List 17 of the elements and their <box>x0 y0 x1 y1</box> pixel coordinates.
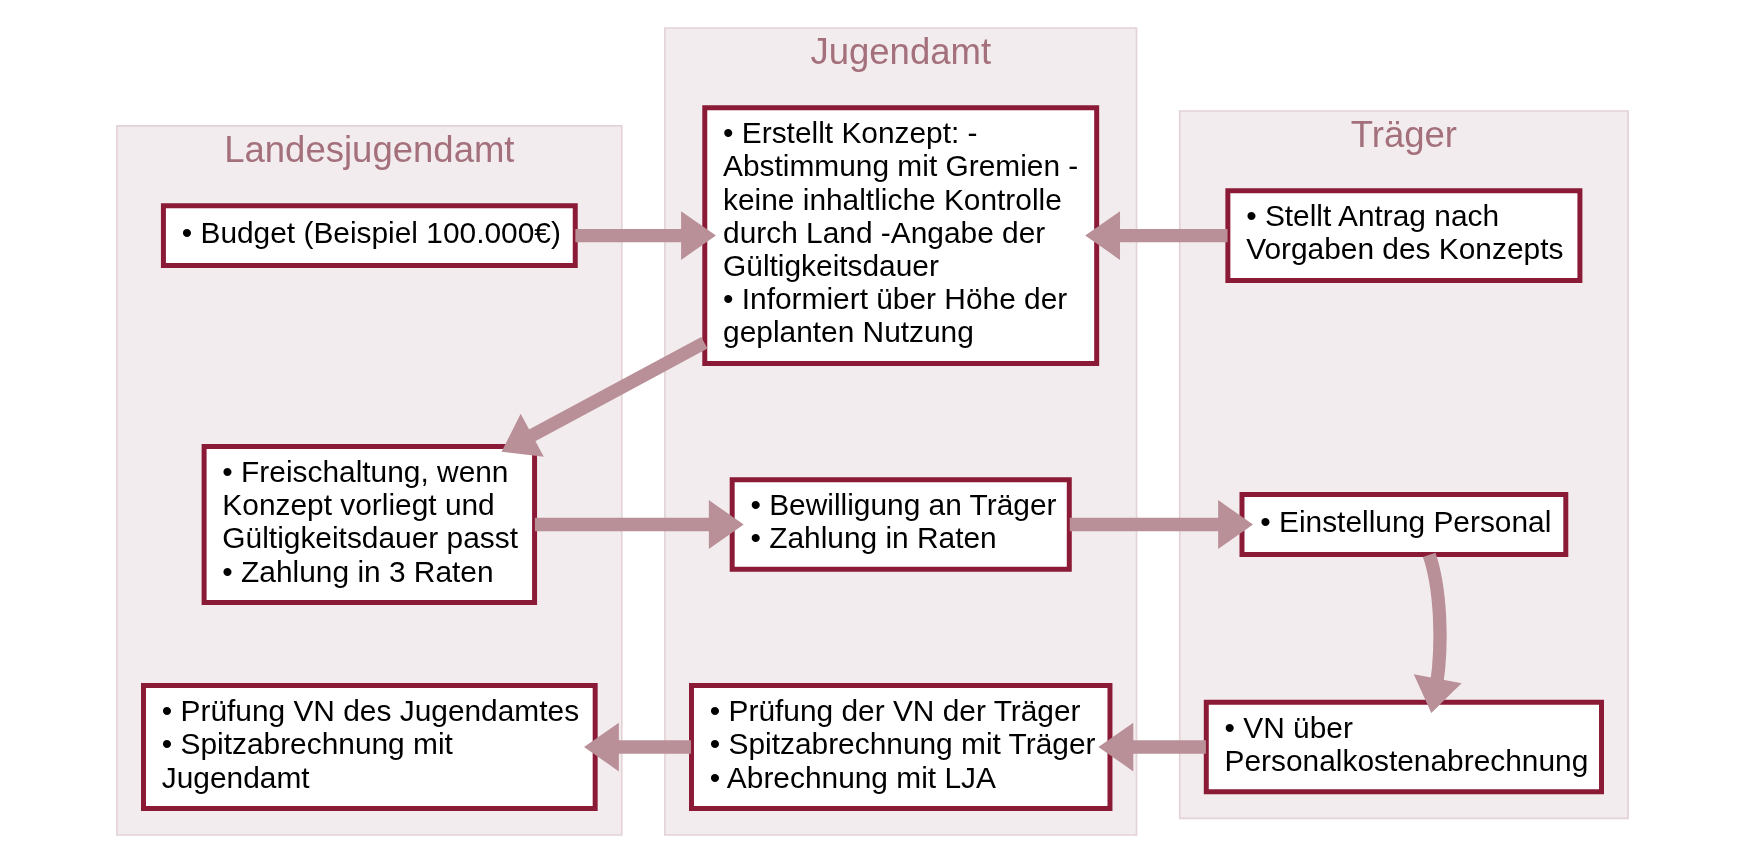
node-box: • Prüfung VN des Jugendamtes • Spitzabrechnung mit Jugendamt <box>140 683 598 811</box>
arrow <box>574 211 716 260</box>
node-box: • Freischaltung, wenn Konzept vorliegt und Gültigkeitsdauer passt • Zahlung in 3 Raten <box>201 443 537 606</box>
node-box: • Erstellt Konzept: - Abstimmung mit Gremien - keine inhaltliche Kontrolle durch Land -Angabe der Gültigkeitsdauer • Informiert über Höhe der geplanten Nutzung <box>701 105 1099 366</box>
node-box: • Prüfung der VN der Träger • Spitzabrechnung mit Träger • Abrechnung mit LJA <box>688 683 1112 811</box>
node-box: • VN über Personalkostenabrechnung <box>1203 699 1604 795</box>
arrow <box>1413 552 1462 713</box>
node-box: • Stellt Antrag nach Vorgaben des Konzepts <box>1224 188 1582 283</box>
arrow <box>583 722 691 772</box>
node-box: • Budget (Beispiel 100.000€) <box>160 203 578 268</box>
arrow <box>1097 722 1206 772</box>
arrow <box>501 336 707 457</box>
arrow <box>1069 500 1253 549</box>
node-box: • Bewilligung an Träger • Zahlung in Raten <box>729 477 1072 572</box>
node-box: • Einstellung Personal <box>1239 492 1568 557</box>
arrow <box>534 500 744 549</box>
arrow <box>1084 211 1228 260</box>
